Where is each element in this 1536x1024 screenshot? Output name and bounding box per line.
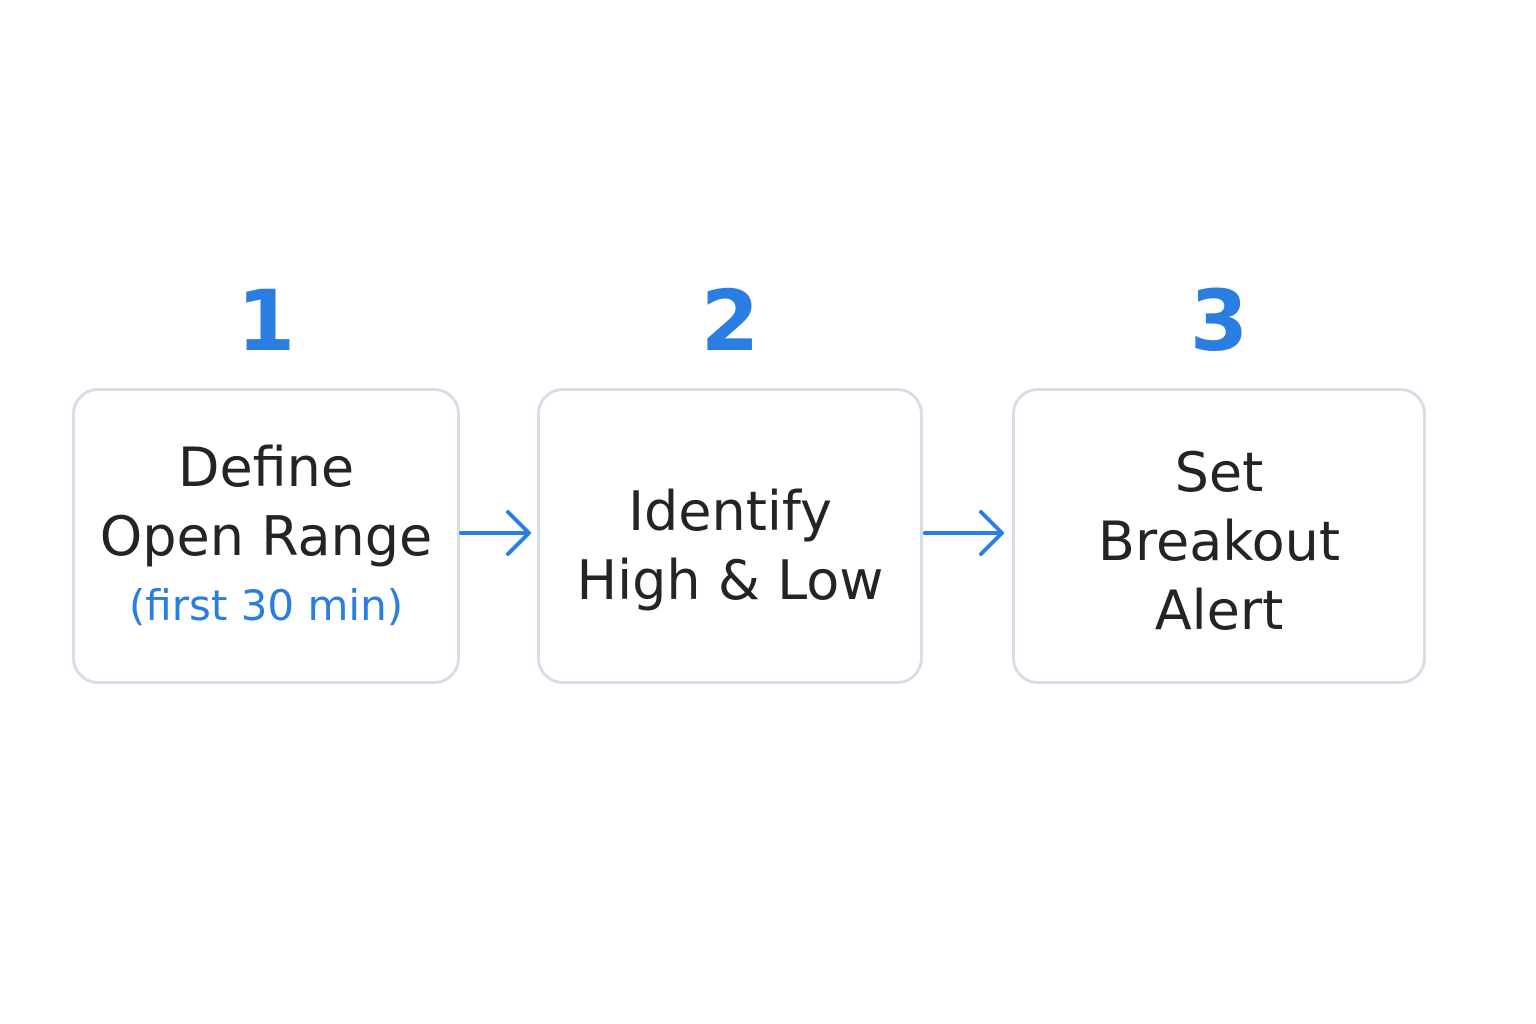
- arrow-right-icon: [459, 510, 531, 556]
- step-3-number: 3: [1189, 272, 1249, 370]
- step-1-title-line-1: Define: [177, 436, 355, 499]
- step-3-title-line-3: Alert: [1154, 578, 1284, 642]
- arrow-right-icon: [923, 510, 1004, 556]
- step-3-title-line-2: Breakout: [1097, 509, 1341, 573]
- step-2-number: 2: [700, 272, 760, 370]
- step-3-box: Set Breakout Alert: [1012, 388, 1426, 684]
- step-3-title-line-1: Set: [1174, 440, 1264, 504]
- step-2-title-line-2: High & Low: [576, 549, 884, 612]
- step-1-note: (first 30 min): [128, 581, 404, 630]
- step-2-box: Identify High & Low: [537, 388, 923, 684]
- step-2-title-line-1: Identify: [628, 480, 832, 543]
- step-1-box: Define Open Range (first 30 min): [72, 388, 460, 684]
- step-1-title-line-2: Open Range: [99, 505, 433, 568]
- step-1-number: 1: [236, 272, 296, 370]
